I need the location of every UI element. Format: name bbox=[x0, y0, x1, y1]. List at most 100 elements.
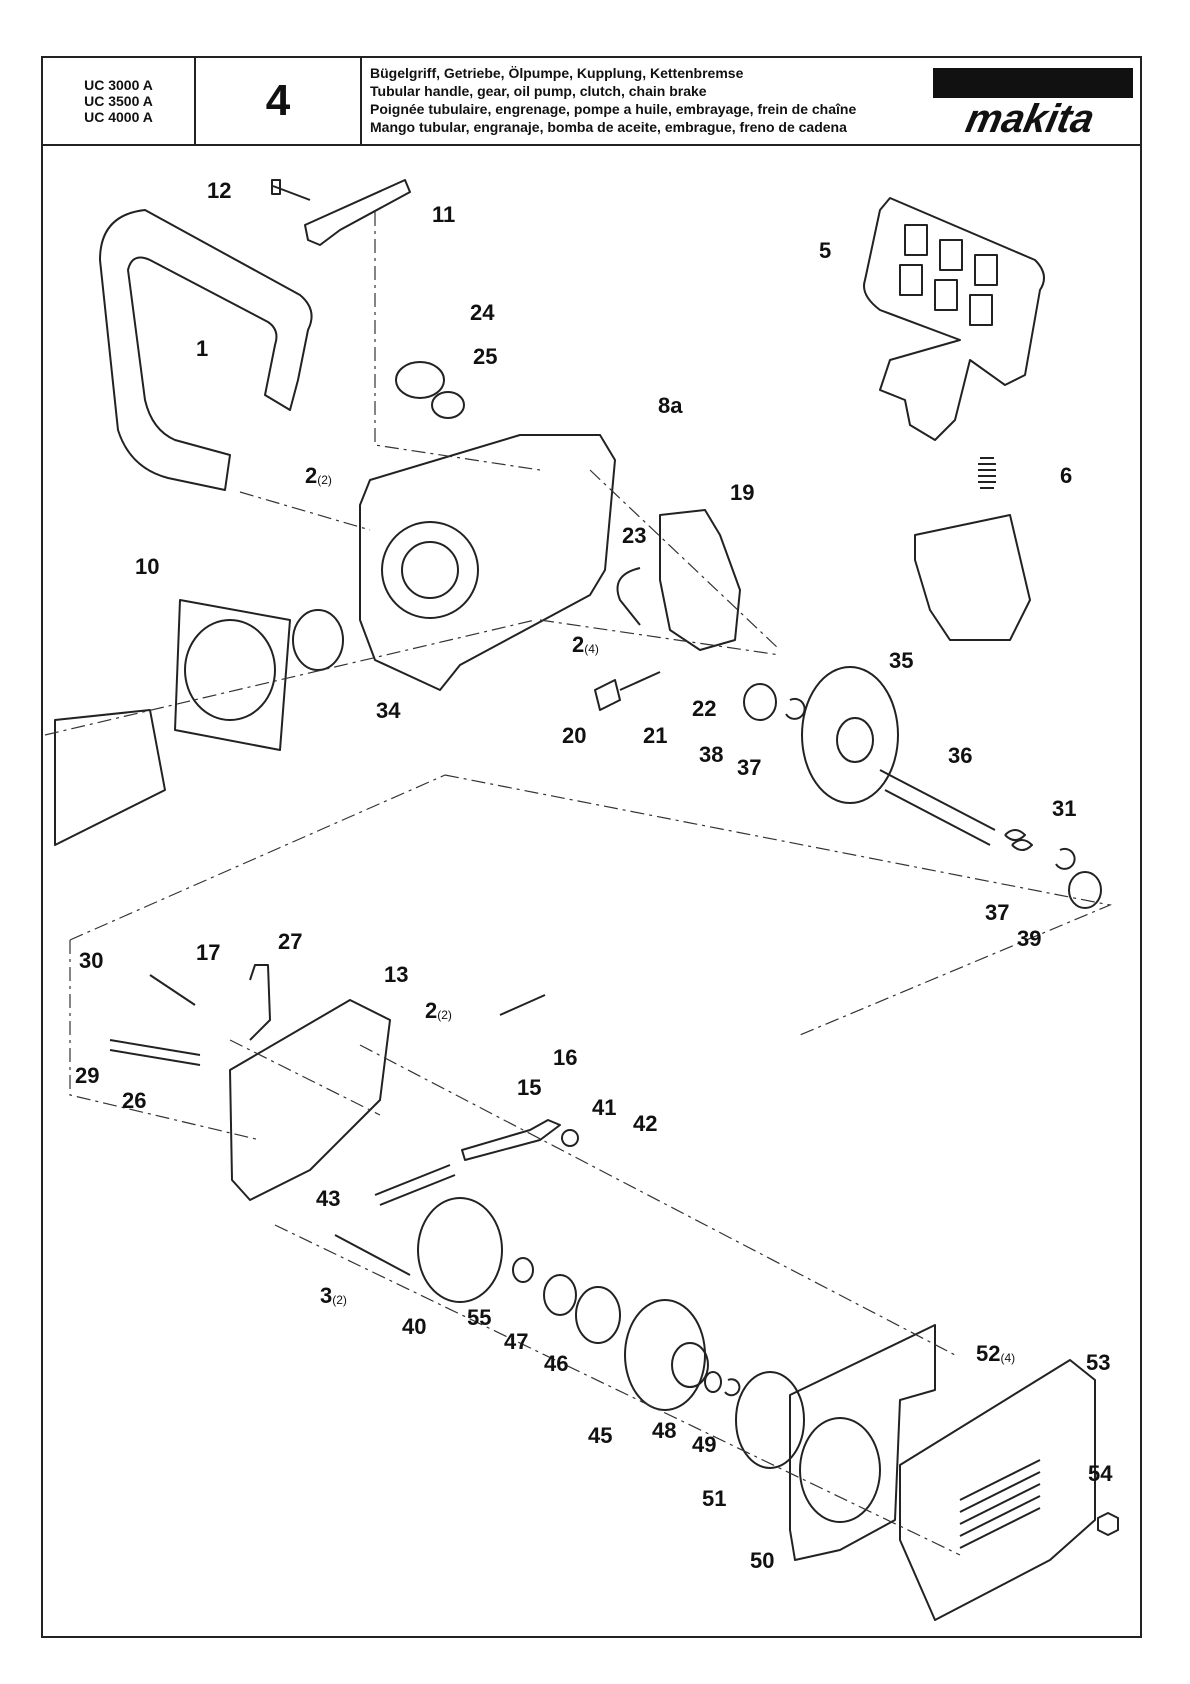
screw bbox=[271, 179, 311, 201]
assembly-line bbox=[69, 774, 446, 941]
callout: 25 bbox=[473, 344, 498, 369]
model-name: UC 3000 A bbox=[84, 77, 153, 93]
callout: 35 bbox=[889, 648, 914, 673]
callout: 53 bbox=[1086, 1350, 1111, 1375]
callout: 49 bbox=[692, 1432, 717, 1457]
callout: 2(2) bbox=[425, 998, 452, 1023]
callout: 23 bbox=[622, 523, 647, 548]
wire bbox=[249, 964, 271, 1041]
parts-sheet: UC 3000 A UC 3500 A UC 4000 A 4 Bügelgri… bbox=[41, 56, 1142, 1638]
callout: 15 bbox=[517, 1075, 542, 1100]
sheet-header: UC 3000 A UC 3500 A UC 4000 A 4 Bügelgri… bbox=[43, 58, 1140, 146]
washer bbox=[704, 1371, 722, 1393]
callout: 3(2) bbox=[320, 1283, 347, 1308]
callout: 8a bbox=[658, 393, 683, 418]
assembly-line bbox=[69, 940, 261, 1141]
callout: 51 bbox=[702, 1486, 727, 1511]
clutch-spring bbox=[543, 1274, 577, 1316]
brake-spring bbox=[374, 1164, 456, 1206]
callout: 40 bbox=[402, 1314, 427, 1339]
title-german: Bügelgriff, Getriebe, Ölpumpe, Kupplung,… bbox=[370, 65, 744, 81]
fan-plate bbox=[174, 599, 291, 751]
assembly-line bbox=[374, 212, 541, 471]
callout: 54 bbox=[1088, 1461, 1113, 1486]
oil-hose bbox=[616, 567, 641, 626]
callout: 26 bbox=[122, 1088, 147, 1113]
callout: 48 bbox=[652, 1418, 677, 1443]
svg-text:makita: makita bbox=[962, 95, 1098, 140]
callout: 16 bbox=[553, 1045, 578, 1070]
callout: 22 bbox=[692, 696, 717, 721]
callout: 29 bbox=[75, 1063, 100, 1088]
bearing bbox=[743, 683, 777, 721]
callout: 1 bbox=[196, 336, 209, 361]
washer bbox=[512, 1257, 534, 1283]
title-french: Poignée tubulaire, engrenage, pompe a hu… bbox=[370, 101, 857, 117]
callout: 5 bbox=[819, 238, 832, 263]
callout: 30 bbox=[79, 948, 104, 973]
gear-housing bbox=[359, 434, 616, 691]
callout: 13 bbox=[384, 962, 409, 987]
pin bbox=[109, 1039, 201, 1066]
guide-washer bbox=[735, 1371, 805, 1469]
assembly-line bbox=[444, 774, 1113, 1036]
callout: 41 bbox=[592, 1095, 617, 1120]
assembly-line bbox=[44, 619, 536, 736]
assembly-line bbox=[274, 1224, 961, 1556]
callout: 55 bbox=[467, 1305, 492, 1330]
callout: 37 bbox=[737, 755, 762, 780]
brake-band bbox=[417, 1197, 503, 1303]
callout: 50 bbox=[750, 1548, 775, 1573]
circlip bbox=[785, 697, 806, 720]
brake-detail bbox=[914, 514, 1031, 641]
callout: 17 bbox=[196, 940, 221, 965]
callout: 43 bbox=[316, 1186, 341, 1211]
callout: 2(2) bbox=[305, 463, 332, 488]
callout: 27 bbox=[278, 929, 303, 954]
shaft bbox=[879, 769, 996, 846]
side-cover bbox=[899, 1359, 1096, 1621]
model-name: UC 4000 A bbox=[84, 109, 153, 125]
chassis-plate bbox=[229, 999, 391, 1201]
o-ring bbox=[431, 391, 465, 419]
oil-pump bbox=[659, 509, 741, 651]
bearing bbox=[1068, 871, 1102, 909]
assembly-line bbox=[539, 619, 781, 656]
circlip bbox=[724, 1378, 741, 1397]
oil-pipe bbox=[594, 671, 661, 711]
callout: 21 bbox=[643, 723, 668, 748]
section-titles: Bügelgriff, Getriebe, Ölpumpe, Kupplung,… bbox=[370, 64, 930, 136]
callout: 11 bbox=[432, 202, 456, 227]
model-name: UC 3500 A bbox=[84, 93, 153, 109]
bar-nut bbox=[1097, 1512, 1119, 1536]
tubular-handle bbox=[99, 209, 313, 491]
guide-plate bbox=[789, 1324, 936, 1561]
callout: 6 bbox=[1060, 463, 1073, 488]
handle-clip bbox=[304, 179, 411, 246]
callout: 46 bbox=[544, 1351, 569, 1376]
assembly-line bbox=[359, 1044, 956, 1356]
callout: 10 bbox=[135, 554, 160, 579]
callout: 31 bbox=[1052, 796, 1077, 821]
bearing bbox=[395, 361, 445, 399]
title-english: Tubular handle, gear, oil pump, clutch, … bbox=[370, 83, 707, 99]
callout: 36 bbox=[948, 743, 973, 768]
callout: 2(4) bbox=[572, 632, 599, 657]
model-list: UC 3000 A UC 3500 A UC 4000 A bbox=[43, 58, 196, 144]
callout: 19 bbox=[730, 480, 755, 505]
assembly-line bbox=[239, 491, 371, 531]
bevel-gear bbox=[801, 666, 899, 804]
shaft-spring bbox=[1004, 829, 1033, 851]
page-number: 4 bbox=[196, 58, 362, 144]
brake-spring bbox=[978, 457, 996, 489]
clutch-drum bbox=[624, 1299, 706, 1411]
callout: 37 bbox=[985, 900, 1010, 925]
assembly-line bbox=[589, 469, 781, 651]
callout: 20 bbox=[562, 723, 587, 748]
callout: 39 bbox=[1017, 926, 1042, 951]
callout: 52(4) bbox=[976, 1341, 1016, 1366]
callout: 47 bbox=[504, 1329, 529, 1354]
callout: 24 bbox=[470, 300, 495, 325]
circlip bbox=[1055, 847, 1076, 870]
